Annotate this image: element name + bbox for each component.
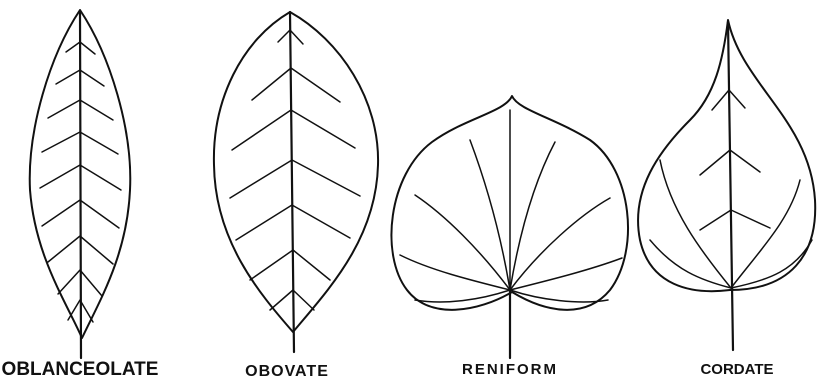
leaf-obovate-outline <box>214 12 378 332</box>
leaf-label-oblanceolate: OBLANCEOLATE <box>2 359 159 381</box>
leaf-label-cordate: CORDATE <box>700 361 773 378</box>
leaf-label-obovate: OBOVATE <box>245 363 329 381</box>
leaf-reniform <box>391 96 628 358</box>
leaf-oblanceolate-petiole <box>80 12 81 358</box>
leaf-obovate-veins <box>230 30 360 310</box>
leaf-obovate <box>214 12 378 352</box>
leaf-cordate <box>638 20 815 350</box>
leaf-label-reniform: RENIFORM <box>462 361 558 378</box>
leaf-cordate-petiole <box>728 22 733 350</box>
leaf-obovate-petiole <box>290 12 294 352</box>
leaf-oblanceolate <box>30 10 131 358</box>
leaf-cordate-outline <box>638 20 815 291</box>
